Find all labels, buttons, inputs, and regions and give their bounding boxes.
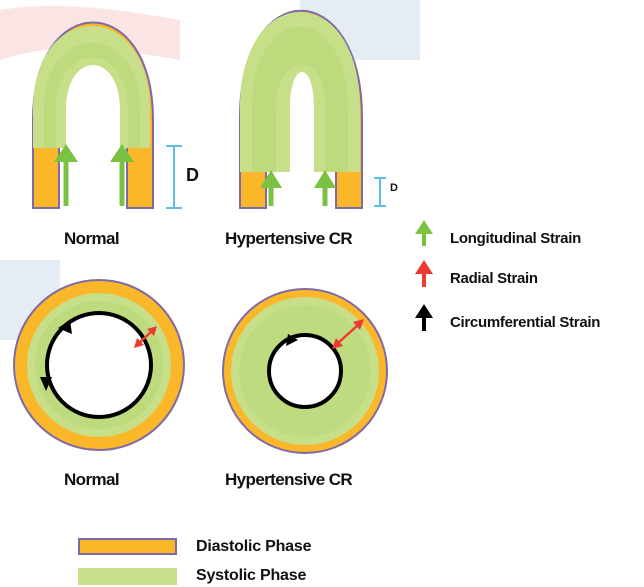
legend-label-systolic: Systolic Phase (196, 567, 306, 585)
caption-hypertensive-top: Hypertensive CR (225, 229, 352, 249)
caption-hypertensive-bottom: Hypertensive CR (225, 470, 352, 490)
radial-legend-icon (415, 260, 433, 287)
hypertensive-long-axis-view (240, 11, 386, 208)
systolic-phase-swatch (78, 568, 177, 585)
dimension-label-hypertensive: D (390, 182, 398, 194)
hypertensive-short-axis-view (223, 289, 387, 453)
circumferential-legend-icon (415, 304, 433, 331)
legend-label-radial: Radial Strain (450, 270, 538, 287)
dimension-bracket-normal (166, 146, 182, 208)
legend-label-circumferential: Circumferential Strain (450, 314, 600, 331)
normal-long-axis-view (33, 23, 182, 209)
caption-normal-bottom: Normal (64, 470, 119, 490)
diastolic-phase-swatch (78, 538, 177, 555)
dimension-label-normal: D (186, 165, 199, 186)
dimension-bracket-hypertensive (374, 178, 386, 206)
legend-label-diastolic: Diastolic Phase (196, 538, 311, 556)
caption-normal-top: Normal (64, 229, 119, 249)
longitudinal-arrow-icon (314, 170, 336, 206)
legend-label-longitudinal: Longitudinal Strain (450, 230, 581, 247)
longitudinal-legend-icon (415, 220, 433, 246)
normal-short-axis-view (14, 280, 184, 450)
